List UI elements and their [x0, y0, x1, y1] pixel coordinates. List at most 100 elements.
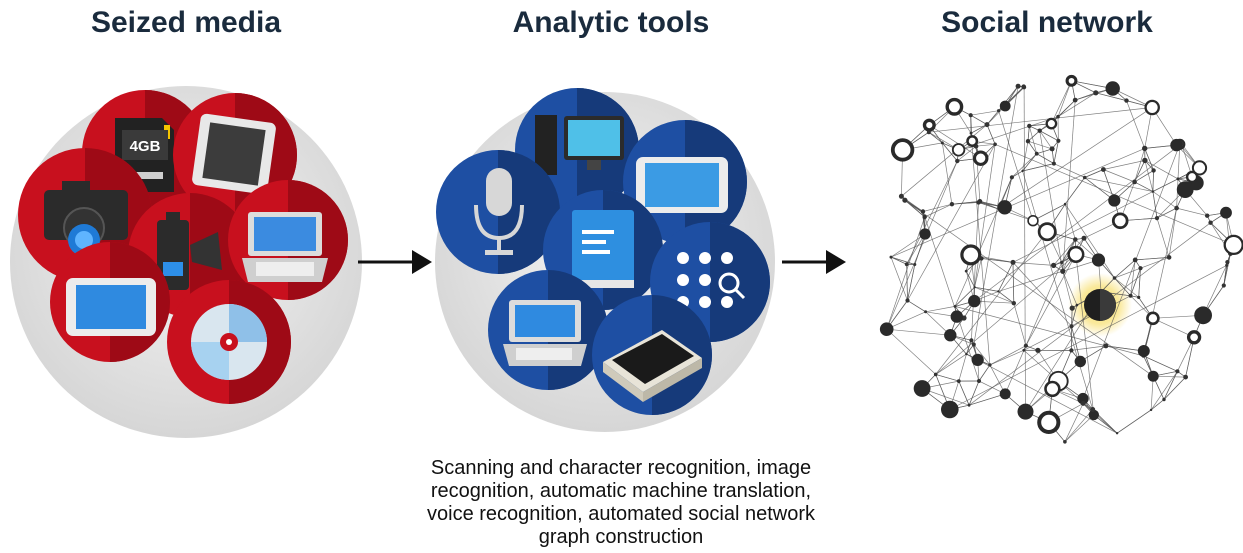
network-edge	[1075, 254, 1095, 415]
network-edge	[1202, 265, 1227, 316]
network-edge	[1064, 403, 1084, 442]
network-edge	[1071, 326, 1081, 362]
network-edge	[1156, 217, 1170, 258]
network-node	[1103, 343, 1109, 349]
network-node	[1101, 167, 1106, 172]
network-edge	[966, 344, 975, 355]
disc-icon	[167, 280, 291, 404]
network-node	[1073, 237, 1078, 242]
network-node	[951, 143, 966, 157]
highlighted-node	[1084, 289, 1116, 321]
network-node	[1023, 343, 1028, 348]
caption-line-3: voice recognition, automated social netw…	[427, 503, 816, 525]
network-node	[1132, 179, 1137, 185]
network-edge	[928, 131, 943, 144]
network-edge	[974, 144, 996, 288]
network-node	[1162, 397, 1166, 402]
network-node	[1186, 330, 1202, 345]
network-edge	[1039, 130, 1053, 150]
network-edge	[974, 258, 982, 288]
network-edge	[1012, 262, 1072, 327]
network-edge	[1071, 308, 1073, 327]
network-node	[922, 214, 927, 220]
caption-line-1: Scanning and character recognition, imag…	[431, 457, 811, 479]
network-edge	[1140, 257, 1170, 269]
network-edge	[1095, 92, 1127, 101]
sd-card-label: 4GB	[130, 138, 161, 155]
network-node	[1183, 374, 1188, 380]
network-node	[977, 379, 981, 383]
network-edge	[1163, 376, 1186, 400]
network-edge	[886, 160, 958, 330]
network-node	[1021, 169, 1024, 173]
network-edge	[1105, 345, 1144, 357]
network-node	[1185, 170, 1199, 184]
network-node	[919, 228, 931, 240]
network-node	[920, 209, 926, 214]
network-node	[956, 379, 961, 383]
network-edge	[998, 262, 1014, 292]
network-node	[997, 109, 1001, 113]
network-edge	[886, 328, 951, 336]
network-node	[1221, 283, 1226, 288]
network-node	[1144, 99, 1160, 116]
network-node	[1142, 145, 1148, 152]
network-node	[944, 329, 957, 342]
network-edge	[922, 211, 980, 382]
network-node	[902, 197, 908, 203]
network-edge	[1152, 170, 1154, 192]
scanner-icon	[592, 295, 712, 415]
network-node	[1115, 432, 1119, 435]
network-edge	[1036, 153, 1055, 164]
network-edge	[1144, 160, 1179, 180]
network-node	[913, 380, 931, 397]
network-node	[1067, 245, 1085, 263]
network-node	[1151, 190, 1155, 193]
network-edge	[1176, 178, 1179, 209]
network-node	[1112, 276, 1117, 280]
network-edge	[1027, 130, 1040, 142]
network-node	[1021, 84, 1026, 89]
network-node	[972, 150, 989, 166]
network-edge	[1114, 277, 1139, 298]
network-node	[1225, 263, 1229, 267]
network-node	[922, 118, 936, 132]
network-node	[1056, 138, 1061, 143]
network-node	[988, 363, 992, 367]
network-edge	[1134, 181, 1154, 192]
network-edge	[1156, 207, 1177, 219]
network-node	[966, 135, 979, 148]
network-edge	[954, 286, 975, 307]
network-node	[969, 131, 973, 135]
network-node	[984, 122, 990, 128]
network-node	[1011, 301, 1016, 306]
network-edge	[998, 259, 1099, 292]
network-node	[924, 310, 928, 314]
network-node	[950, 310, 963, 323]
network-node	[1051, 262, 1057, 268]
network-node	[955, 158, 960, 164]
network-edge	[1075, 92, 1096, 101]
network-edge	[1084, 177, 1115, 201]
network-edge	[981, 258, 1014, 263]
network-edge	[1143, 355, 1178, 372]
network-edge	[1064, 409, 1093, 443]
network-edge	[1013, 303, 1027, 346]
network-edge	[1027, 141, 1037, 154]
network-edge	[1150, 371, 1178, 411]
network-edge	[928, 107, 1153, 133]
network-edge	[998, 291, 1015, 304]
network-edge	[890, 256, 908, 301]
network-edge	[906, 233, 926, 265]
network-edge	[954, 306, 1106, 347]
network-edge	[986, 124, 996, 145]
network-edge	[907, 144, 996, 301]
network-node	[1027, 215, 1039, 227]
network-node	[949, 202, 955, 207]
network-edge	[886, 216, 926, 330]
network-node	[1022, 348, 1026, 352]
network-node	[977, 199, 983, 204]
network-edge	[890, 256, 915, 265]
network-edge	[942, 142, 958, 162]
